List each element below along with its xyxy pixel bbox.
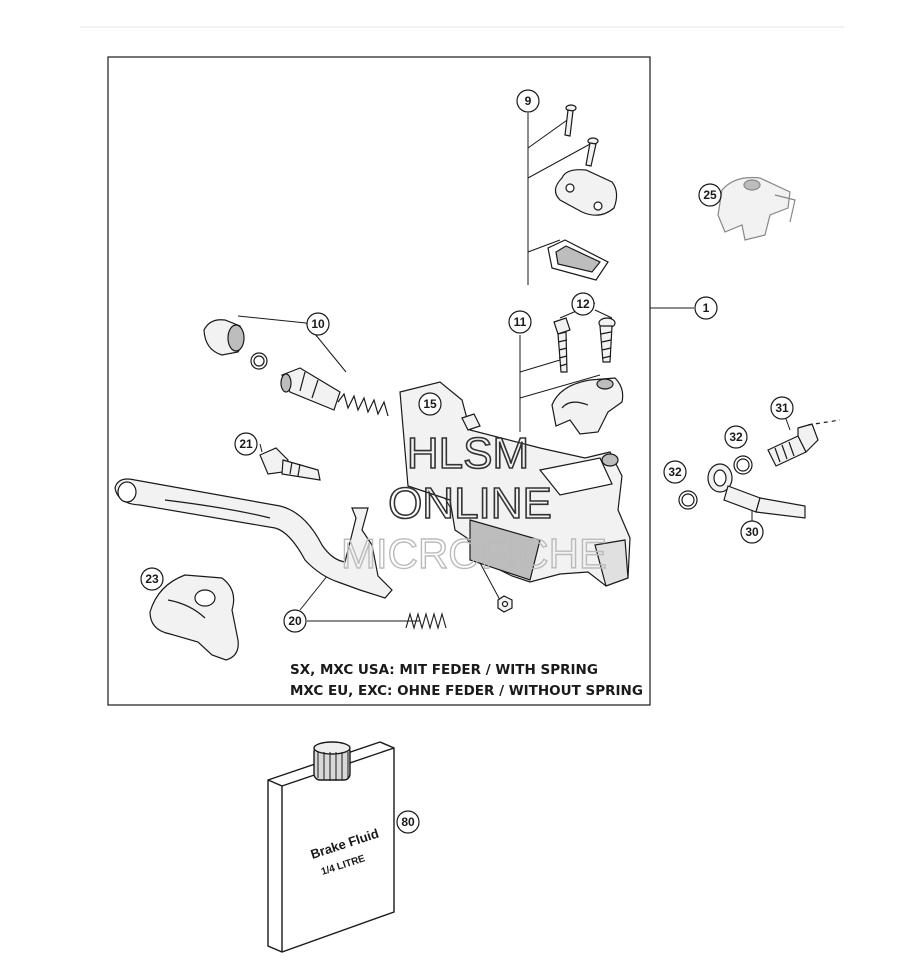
- callout-32a: 32: [729, 430, 743, 444]
- brake-lever: [114, 478, 393, 599]
- callout-circle-80: [396, 810, 420, 834]
- callout-20: 20: [288, 614, 302, 628]
- callout-circle-10: [306, 312, 330, 336]
- callout-31: 31: [775, 401, 789, 415]
- callout-circle-1: [694, 296, 718, 320]
- callout-circle-23: [140, 567, 164, 591]
- callout-80: 80: [401, 815, 415, 829]
- callout-circle-25: [698, 183, 722, 207]
- callout-1: 1: [703, 301, 710, 315]
- callout-circle-31: [770, 396, 794, 420]
- watermark-line-2: ONLINE: [388, 479, 552, 528]
- callout-9: 9: [525, 94, 532, 108]
- watermark-line-3: MICROFICHE: [341, 530, 607, 577]
- assembly-frame: [107, 56, 651, 706]
- banjo-parts: [678, 419, 841, 519]
- watermark-line-1: HLSM: [407, 429, 529, 478]
- callout-23: 23: [145, 572, 159, 586]
- master-cylinder: [399, 381, 631, 613]
- note-with-spring: SX, MXC USA: MIT FEDER / WITH SPRING: [290, 662, 598, 678]
- callout-circle-32a: [724, 425, 748, 449]
- callout-circle-32b: [663, 460, 687, 484]
- lever-spring: [405, 611, 447, 631]
- callout-32b: 32: [668, 465, 682, 479]
- callout-circle-12: [571, 292, 595, 316]
- callout-circle-30: [740, 520, 764, 544]
- callout-circle-9: [516, 89, 540, 113]
- callout-15: 15: [423, 397, 437, 411]
- reservoir-cover-parts: [547, 104, 618, 281]
- clamp-part-25: [717, 176, 796, 241]
- callout-circle-15: [418, 392, 442, 416]
- callout-30: 30: [745, 525, 759, 539]
- bolts-and-clamp: [551, 317, 624, 435]
- callout-11: 11: [514, 315, 527, 329]
- callout-circle-11: [508, 310, 532, 334]
- lever-boot: [149, 574, 239, 661]
- callout-25: 25: [703, 188, 717, 202]
- callout-circle-20: [283, 609, 307, 633]
- brake-fluid-bottle: [267, 741, 395, 953]
- callout-10: 10: [311, 317, 325, 331]
- callout-12: 12: [576, 297, 590, 311]
- piston-kit: [203, 319, 389, 417]
- callout-21: 21: [239, 437, 253, 451]
- adjuster-screw: [259, 447, 321, 481]
- callout-circle-21: [234, 432, 258, 456]
- note-without-spring: MXC EU, EXC: OHNE FEDER / WITHOUT SPRING: [290, 683, 643, 699]
